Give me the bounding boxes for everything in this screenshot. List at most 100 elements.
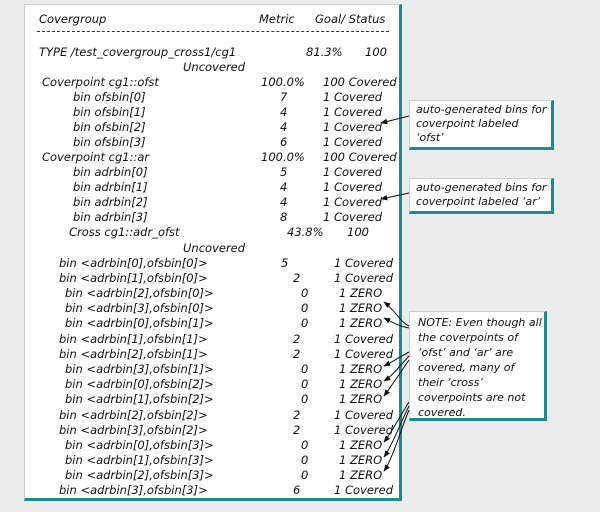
cross-bin-count: 0 xyxy=(301,468,309,482)
note-cross-coverage: NOTE: Even though all the coverpoints of… xyxy=(409,311,547,421)
bin-count: 4 xyxy=(280,180,288,194)
cross-bin-status: 1 Covered xyxy=(334,332,394,346)
note-line: ‘ofst’ xyxy=(416,131,444,144)
cross-bin-label: bin <adrbin[2],ofsbin[1]> xyxy=(59,347,208,361)
cross-bin-label: bin <adrbin[3],ofsbin[0]> xyxy=(65,301,214,315)
cross-bin-label: bin <adrbin[1],ofsbin[3]> xyxy=(65,453,214,467)
coverpoint-ar-status: 100 Covered xyxy=(323,150,397,164)
cross-bin-status: 1 ZERO xyxy=(339,468,383,482)
header-metric: Metric xyxy=(259,12,295,26)
cross-bin-count: 0 xyxy=(301,362,309,376)
cross-bin-status: 1 Covered xyxy=(334,271,394,285)
note-ar-bins: auto-generated bins for coverpoint label… xyxy=(409,178,554,214)
bin-status: 1 Covered xyxy=(323,90,383,104)
bin-count: 7 xyxy=(280,90,288,104)
type-row-metric: 81.3% xyxy=(306,45,343,59)
note-line: auto-generated bins for xyxy=(416,103,547,116)
coverpoint-ofst-status: 100 Covered xyxy=(323,75,397,89)
bin-status: 1 Covered xyxy=(323,135,383,149)
bin-label: bin adrbin[2] xyxy=(73,195,148,209)
header-covergroup: Covergroup xyxy=(39,12,107,26)
header-divider xyxy=(37,31,389,32)
cross-bin-status: 1 ZERO xyxy=(339,362,383,376)
bin-status: 1 Covered xyxy=(323,180,383,194)
cross-bin-status: 1 Covered xyxy=(334,423,394,437)
cross-bin-count: 2 xyxy=(293,408,301,422)
cross-bin-label: bin <adrbin[3],ofsbin[1]> xyxy=(65,362,214,376)
bin-label: bin adrbin[3] xyxy=(73,210,148,224)
cross-bin-count: 5 xyxy=(281,256,289,270)
bin-label: bin ofsbin[2] xyxy=(73,120,146,134)
note-line: covered, many of xyxy=(418,361,515,374)
cross-bin-status: 1 ZERO xyxy=(339,438,383,452)
cross-bin-status: 1 Covered xyxy=(334,256,394,270)
note-line: coverpoint labeled ‘ar’ xyxy=(416,195,541,208)
bin-label: bin ofsbin[0] xyxy=(73,90,146,104)
cross-bin-label: bin <adrbin[3],ofsbin[3]> xyxy=(59,483,208,497)
note-line: coverpoint labeled xyxy=(416,117,519,130)
bin-count: 6 xyxy=(280,135,288,149)
cross-bin-count: 0 xyxy=(301,377,309,391)
bin-label: bin ofsbin[1] xyxy=(73,105,146,119)
cross-bin-status: 1 Covered xyxy=(334,483,394,497)
note-line: coverpoints are not xyxy=(418,391,526,404)
note-ofst-bins: auto-generated bins for coverpoint label… xyxy=(409,100,554,150)
bin-label: bin ofsbin[3] xyxy=(73,135,146,149)
cross-bin-label: bin <adrbin[0],ofsbin[2]> xyxy=(65,377,214,391)
cross-bin-label: bin <adrbin[0],ofsbin[3]> xyxy=(65,438,214,452)
bin-status: 1 Covered xyxy=(323,210,383,224)
bin-count: 8 xyxy=(280,210,288,224)
bin-status: 1 Covered xyxy=(323,165,383,179)
bin-label: bin adrbin[0] xyxy=(73,165,148,179)
header-goal-status: Goal/ Status xyxy=(315,12,386,26)
coverpoint-ar-label: Coverpoint cg1::ar xyxy=(42,150,150,164)
coverpoint-ar-metric: 100.0% xyxy=(261,150,305,164)
cross-bin-label: bin <adrbin[1],ofsbin[2]> xyxy=(65,392,214,406)
coverpoint-ofst-label: Coverpoint cg1::ofst xyxy=(42,75,159,89)
cross-bin-count: 2 xyxy=(293,347,301,361)
cross-bin-count: 2 xyxy=(293,332,301,346)
type-row-status: Uncovered xyxy=(183,60,246,74)
type-row-goal: 100 xyxy=(365,45,387,59)
bin-status: 1 Covered xyxy=(323,120,383,134)
bin-count: 4 xyxy=(280,195,288,209)
cross-label: Cross cg1::adr_ofst xyxy=(69,225,180,239)
bin-count: 4 xyxy=(280,105,288,119)
cross-goal: 100 xyxy=(347,225,369,239)
note-line: the coverpoints of xyxy=(418,331,519,344)
cross-bin-count: 0 xyxy=(301,392,309,406)
note-line: ‘ofst’ and ‘ar’ are xyxy=(418,346,514,359)
bin-count: 4 xyxy=(280,120,288,134)
cross-bin-status: 1 Covered xyxy=(334,408,394,422)
cross-bin-label: bin <adrbin[0],ofsbin[1]> xyxy=(65,316,214,330)
cross-bin-status: 1 ZERO xyxy=(339,301,383,315)
cross-bin-label: bin <adrbin[1],ofsbin[1]> xyxy=(59,332,208,346)
cross-bin-status: 1 ZERO xyxy=(339,392,383,406)
bin-label: bin adrbin[1] xyxy=(73,180,148,194)
cross-bin-label: bin <adrbin[1],ofsbin[0]> xyxy=(59,271,208,285)
cross-bin-label: bin <adrbin[2],ofsbin[2]> xyxy=(59,408,208,422)
cross-bin-label: bin <adrbin[2],ofsbin[0]> xyxy=(65,286,214,300)
cross-bin-status: 1 ZERO xyxy=(339,453,383,467)
bin-count: 5 xyxy=(280,165,288,179)
cross-bin-count: 0 xyxy=(301,438,309,452)
cross-bin-count: 0 xyxy=(301,316,309,330)
cross-bin-label: bin <adrbin[3],ofsbin[2]> xyxy=(59,423,208,437)
cross-bin-count: 0 xyxy=(301,453,309,467)
note-line: auto-generated bins for xyxy=(416,181,547,194)
cross-bin-label: bin <adrbin[2],ofsbin[3]> xyxy=(65,468,214,482)
cross-bin-status: 1 ZERO xyxy=(339,316,383,330)
cross-bin-status: 1 Covered xyxy=(334,347,394,361)
cross-bin-status: 1 ZERO xyxy=(339,286,383,300)
cross-bin-count: 0 xyxy=(301,286,309,300)
bin-status: 1 Covered xyxy=(323,105,383,119)
cross-metric: 43.8% xyxy=(287,225,324,239)
cross-bin-count: 2 xyxy=(293,423,301,437)
coverpoint-ofst-metric: 100.0% xyxy=(261,75,305,89)
type-row-label: TYPE /test_covergroup_cross1/cg1 xyxy=(39,45,237,59)
cross-bin-count: 2 xyxy=(293,271,301,285)
cross-bin-count: 0 xyxy=(301,301,309,315)
cross-bin-status: 1 ZERO xyxy=(339,377,383,391)
coverage-report-panel: Covergroup Metric Goal/ Status TYPE /tes… xyxy=(24,4,402,501)
cross-bin-count: 6 xyxy=(293,483,301,497)
